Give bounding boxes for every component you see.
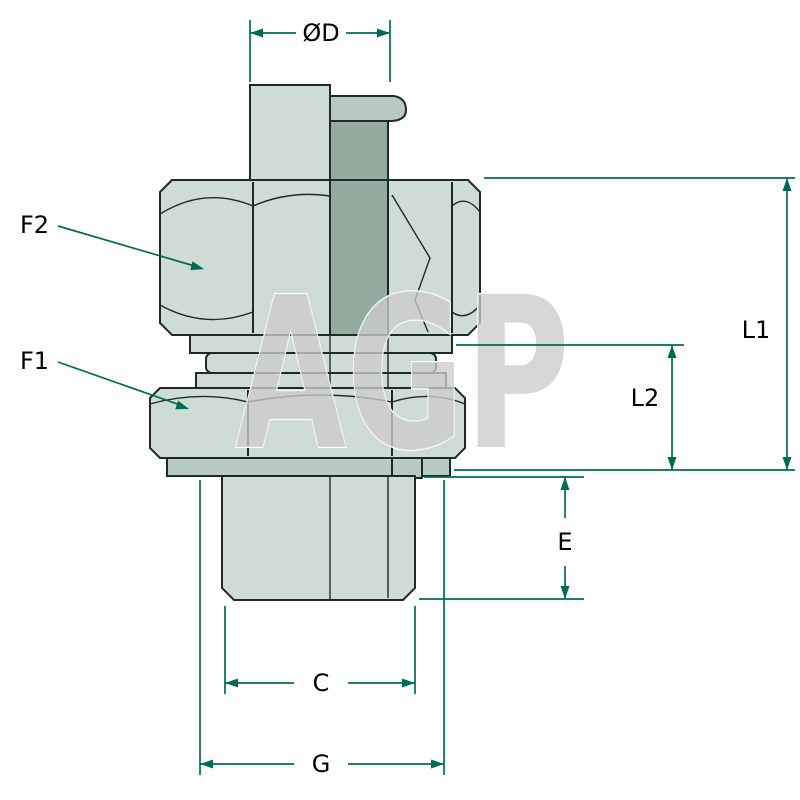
dim-od: ØD [249, 19, 391, 82]
tube-top [249, 84, 331, 181]
hex-nut-large [159, 179, 481, 336]
dim-label-l1: L1 [742, 316, 771, 344]
dim-label-g: G [312, 750, 331, 778]
small-nut-arc-mid [247, 394, 393, 403]
nut-chamfer-arc-bottom-right [451, 304, 481, 317]
dim-label-c: C [313, 669, 330, 697]
dim-label-f1: F1 [20, 347, 49, 375]
dim-label-l2: L2 [631, 384, 660, 412]
threaded-stud [221, 475, 416, 601]
nut-thread-detail [391, 194, 431, 333]
nut-chamfer-arc-bottom-left [159, 304, 254, 321]
fitting-body [149, 84, 481, 601]
nut-chamfer-arc-top-right [451, 200, 481, 213]
small-nut-arc-right [391, 395, 466, 405]
watermark: AGP [234, 251, 571, 498]
dim-g: G [199, 480, 445, 778]
dimension-annotations: ØD F2 F1 L1 L2 [20, 19, 795, 778]
dim-f1: F1 [20, 347, 189, 410]
dim-f2: F2 [20, 211, 204, 271]
nut-chamfer-arc-top-mid [252, 193, 331, 207]
tube-flange-lip [329, 95, 408, 122]
dim-e: E [419, 476, 584, 600]
dim-l2: L2 [456, 344, 684, 470]
dim-c: C [224, 606, 416, 697]
watermark-text: AGP [235, 252, 570, 497]
dim-label-f2: F2 [20, 211, 49, 239]
nut-chamfer-arc-top-left [159, 197, 254, 215]
dim-label-e: E [557, 528, 572, 556]
hex-nut-small [149, 387, 466, 459]
dim-label-od: ØD [302, 19, 339, 47]
small-nut-arc-left [149, 395, 249, 405]
dim-l1: L1 [454, 177, 795, 471]
